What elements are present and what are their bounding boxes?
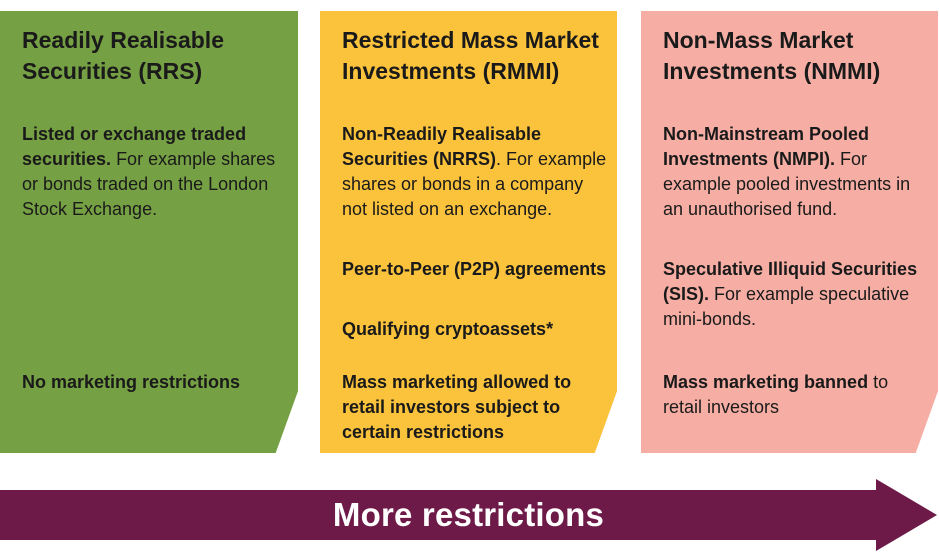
rrs-marketing: No marketing restrictions: [22, 370, 290, 395]
nmmi-item-sis: Speculative Illiquid Securities (SIS). F…: [663, 257, 930, 332]
rmmi-item-nrrs-text: . For example shares or bonds in a compa…: [342, 149, 607, 219]
restrictions-arrow: [0, 479, 937, 551]
arrow-label: More restrictions: [332, 496, 605, 533]
nmmi-marketing-text: to retail investors: [663, 372, 889, 417]
rrs-marketing-bold: No marketing restrictions: [22, 372, 241, 392]
panel-rmmi: Restricted Mass Market Investments (RMMI…: [320, 11, 617, 453]
arrow-shape: [0, 479, 937, 551]
nmmi-item-nmpi: Non-Mainstream Pooled Investments (NMPI)…: [663, 122, 930, 222]
panel-nmmi: Non-Mass Market Investments (NMMI) Non-M…: [641, 11, 938, 453]
nmmi-item-nmpi-text: For example pooled investments in an una…: [663, 149, 911, 219]
rrs-item-listed-text: For example shares or bonds traded on th…: [22, 149, 276, 219]
panel-rrs: Readily Realisable Securities (RRS) List…: [0, 11, 298, 453]
rrs-item-listed: Listed or exchange traded securities. Fo…: [22, 122, 290, 222]
rmmi-item-nrrs: Non-Readily Realisable Securities (NRRS)…: [342, 122, 609, 222]
nmmi-item-sis-text: For example speculative mini-bonds.: [663, 284, 910, 329]
rmmi-item-p2p: Peer-to-Peer (P2P) agreements: [342, 257, 609, 282]
panel-title-rmmi: Restricted Mass Market Investments (RMMI…: [342, 27, 599, 84]
rmmi-item-crypto-bold: Qualifying cryptoassets*: [342, 319, 554, 339]
panel-title-nmmi: Non-Mass Market Investments (NMMI): [663, 27, 881, 84]
panel-title-rrs: Readily Realisable Securities (RRS): [22, 27, 224, 84]
rmmi-marketing-bold: Mass marketing allowed to retail investo…: [342, 372, 572, 442]
rmmi-marketing: Mass marketing allowed to retail investo…: [342, 370, 601, 445]
nmmi-marketing: Mass marketing banned to retail investor…: [663, 370, 930, 420]
rmmi-item-crypto: Qualifying cryptoassets*: [342, 317, 609, 342]
rmmi-item-nrrs-bold: Non-Readily Realisable Securities (NRRS): [342, 124, 542, 169]
nmmi-item-sis-bold: Speculative Illiquid Securities (SIS).: [663, 259, 918, 304]
rmmi-item-p2p-bold: Peer-to-Peer (P2P) agreements: [342, 259, 607, 279]
rrs-item-listed-bold: Listed or exchange traded securities.: [22, 124, 247, 169]
nmmi-marketing-bold: Mass marketing banned: [663, 372, 869, 392]
nmmi-item-nmpi-bold: Non-Mainstream Pooled Investments (NMPI)…: [663, 124, 870, 169]
